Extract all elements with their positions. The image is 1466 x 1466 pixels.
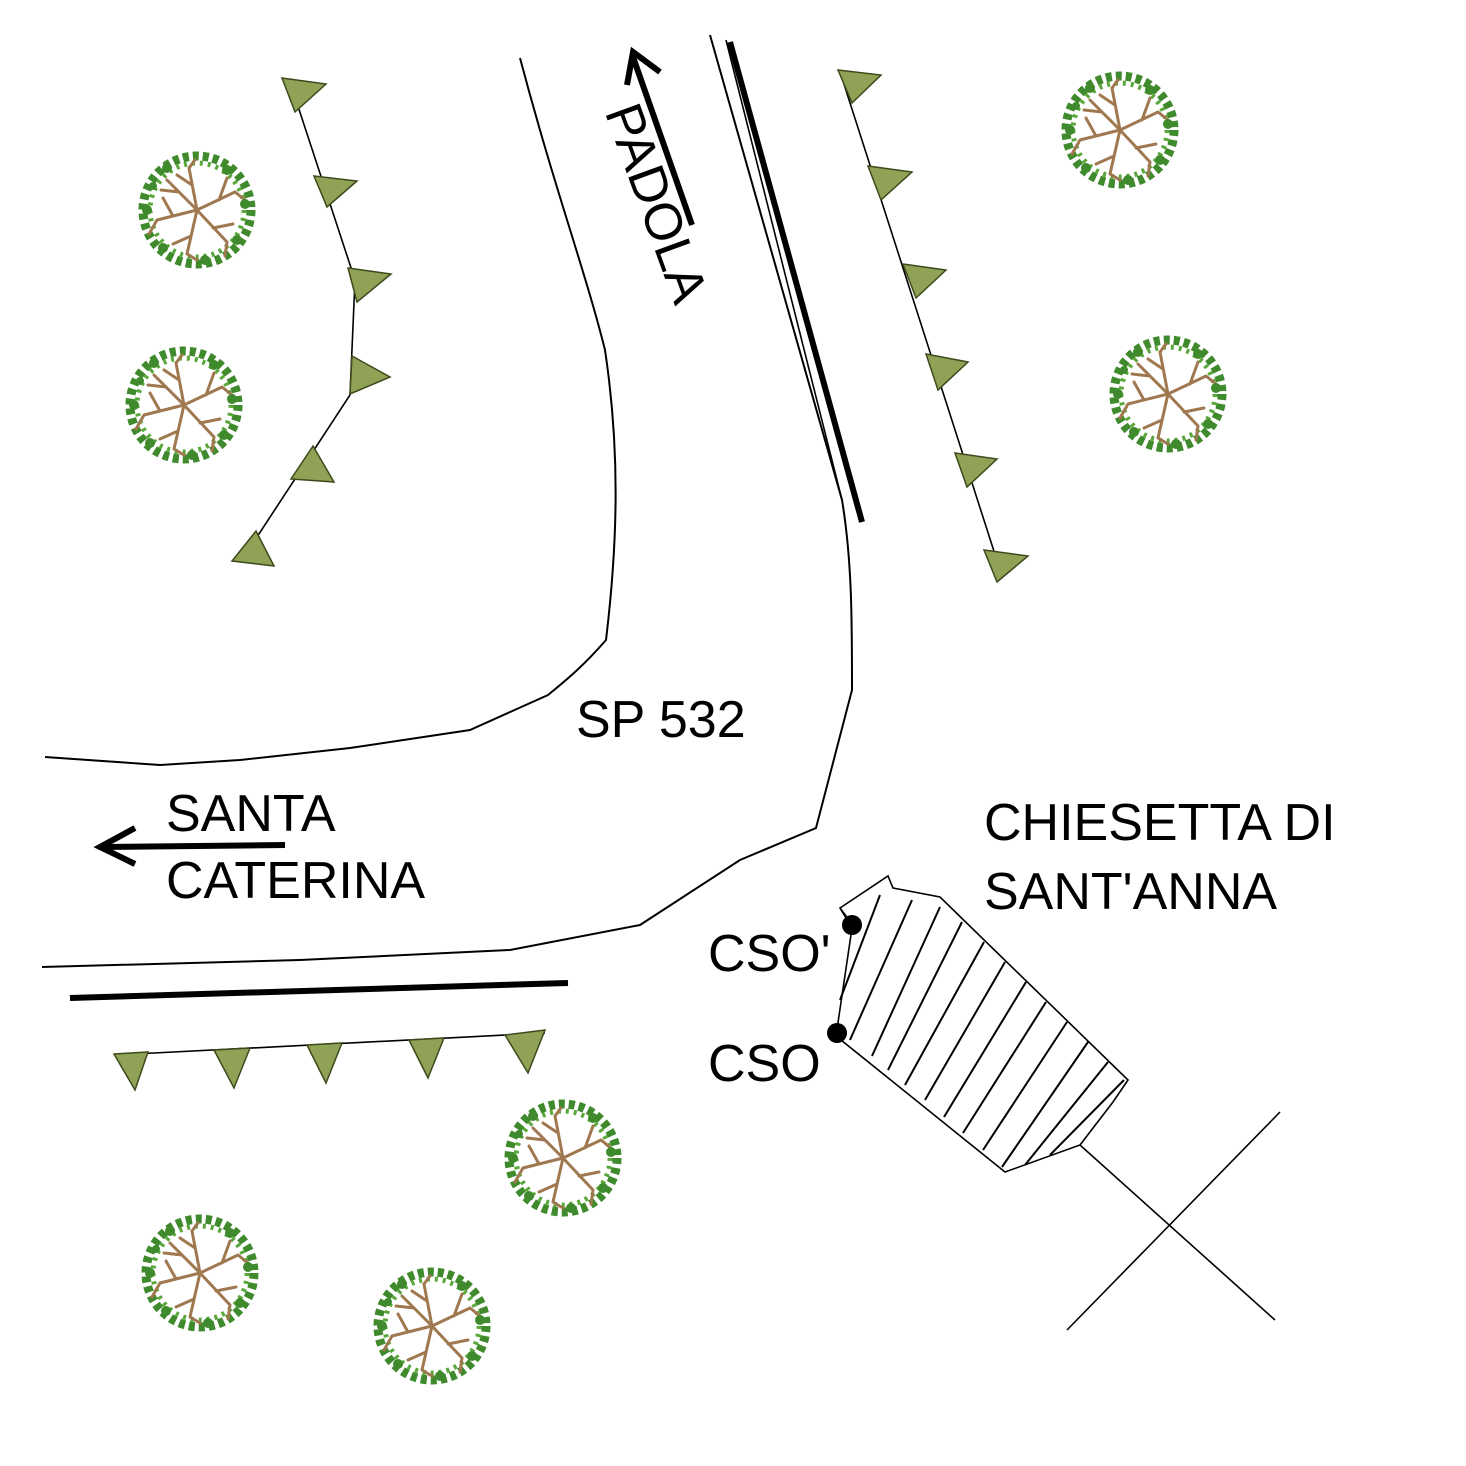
- cross-symbol: [1066, 1111, 1281, 1331]
- slope-triangle-icon: [407, 1037, 446, 1080]
- road-number-label: SP 532: [576, 691, 746, 749]
- slope-triangle-icon: [312, 175, 359, 209]
- tree-icon: [129, 351, 238, 460]
- tree-icon: [145, 1219, 254, 1328]
- slope-triangle-icon: [230, 529, 276, 567]
- slope-markers-south: [112, 1029, 547, 1092]
- arrow-to-santa-caterina: [93, 825, 286, 867]
- survey-point-icon: [842, 915, 862, 935]
- slope-triangle-icon: [212, 1047, 252, 1090]
- slope-triangle-icon: [503, 1029, 547, 1075]
- slope-triangle-icon: [901, 263, 948, 300]
- slope-triangle-icon: [280, 77, 328, 114]
- tree-icon: [1113, 340, 1222, 449]
- slope-markers-west: [230, 77, 393, 567]
- road-edge-outer-parallel: [725, 39, 843, 501]
- slope-triangle-icon: [289, 444, 336, 483]
- embankment-east: [841, 77, 1001, 571]
- tree-icon: [377, 1272, 486, 1381]
- slope-triangle-icon: [866, 165, 914, 202]
- road-edge-inner: [44, 57, 617, 767]
- direction-santa-caterina-line2: CATERINA: [166, 852, 426, 910]
- tree-icon: [508, 1104, 617, 1213]
- slope-triangle-icon: [953, 452, 999, 489]
- direction-santa-caterina-line1: SANTA: [166, 785, 336, 843]
- slope-triangle-icon: [349, 354, 392, 396]
- survey-point-icon: [827, 1023, 847, 1043]
- point-label-cso-prime: CSO': [708, 925, 831, 983]
- tree-icon: [1065, 76, 1174, 185]
- church-name-line2: SANT'ANNA: [984, 863, 1278, 921]
- road-edge-outer: [41, 34, 854, 968]
- slope-triangle-icon: [924, 353, 970, 392]
- slope-triangle-icon: [112, 1051, 150, 1092]
- slope-triangle-icon: [305, 1042, 344, 1085]
- guardrail-south: [69, 980, 569, 1001]
- slope-markers-east: [836, 69, 1030, 584]
- guardrail-north: [727, 41, 865, 523]
- arrow-to-padola: [624, 46, 695, 226]
- slope-triangle-icon: [836, 69, 883, 105]
- tree-icon: [142, 156, 251, 265]
- slope-triangle-icon: [346, 267, 393, 304]
- point-label-cso: CSO: [708, 1035, 821, 1093]
- slope-triangle-icon: [982, 549, 1030, 584]
- church-name-line1: CHIESETTA DI: [984, 794, 1336, 852]
